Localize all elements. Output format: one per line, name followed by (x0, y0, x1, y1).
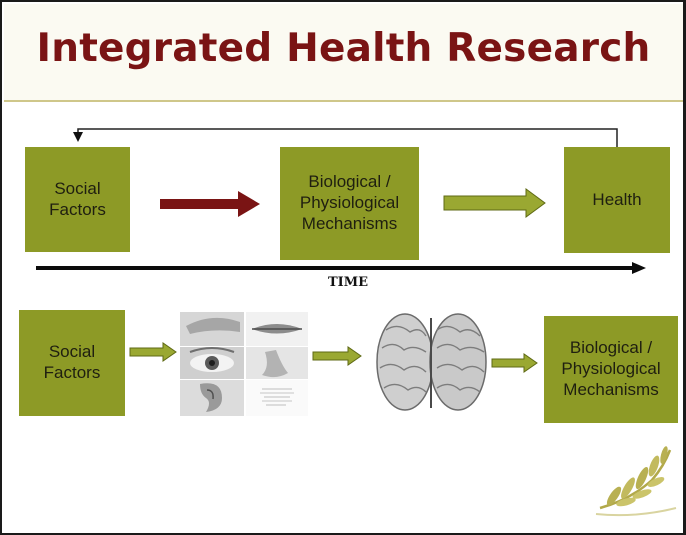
social-factors-line-2: Factors (49, 199, 106, 219)
biological-mechanisms-box: Biological / Physiological Mechanisms (280, 147, 419, 260)
social-to-biological-arrow (160, 191, 260, 217)
brain-to-biological-arrow (491, 353, 538, 373)
social-factors-box: Social Factors (25, 147, 130, 252)
biological-line-1: Biological / (308, 172, 391, 192)
senses-collage-image (180, 312, 308, 416)
biological-mechanisms-box-row2: Biological / Physiological Mechanisms (544, 316, 678, 423)
title-band: Integrated Health Research (4, 4, 683, 100)
feedback-loop-arrow (73, 128, 618, 148)
biological-line-3: Mechanisms (301, 213, 398, 233)
biological-row2-line-3: Mechanisms (563, 379, 659, 399)
social-to-senses-arrow (129, 342, 177, 362)
laurel-branch-icon (595, 446, 677, 517)
senses-to-brain-arrow (312, 346, 362, 366)
biological-row2-line-2: Physiological (561, 359, 661, 379)
health-box: Health (564, 147, 670, 253)
health-label: Health (592, 189, 642, 209)
time-axis-arrowhead (632, 262, 646, 274)
page-title: Integrated Health Research (36, 26, 651, 71)
biological-to-health-arrow (443, 188, 546, 218)
biological-line-2: Physiological (299, 193, 400, 213)
time-label: TIME (327, 275, 369, 290)
social-factors-row2-line-2: Factors (43, 363, 101, 382)
social-factors-row2-line-1: Social (48, 342, 96, 362)
biological-row2-line-1: Biological / (569, 338, 653, 358)
social-factors-line-1: Social (54, 178, 101, 198)
brain-image (376, 313, 487, 411)
social-factors-box-row2: Social Factors (19, 310, 125, 416)
title-divider (4, 100, 683, 102)
